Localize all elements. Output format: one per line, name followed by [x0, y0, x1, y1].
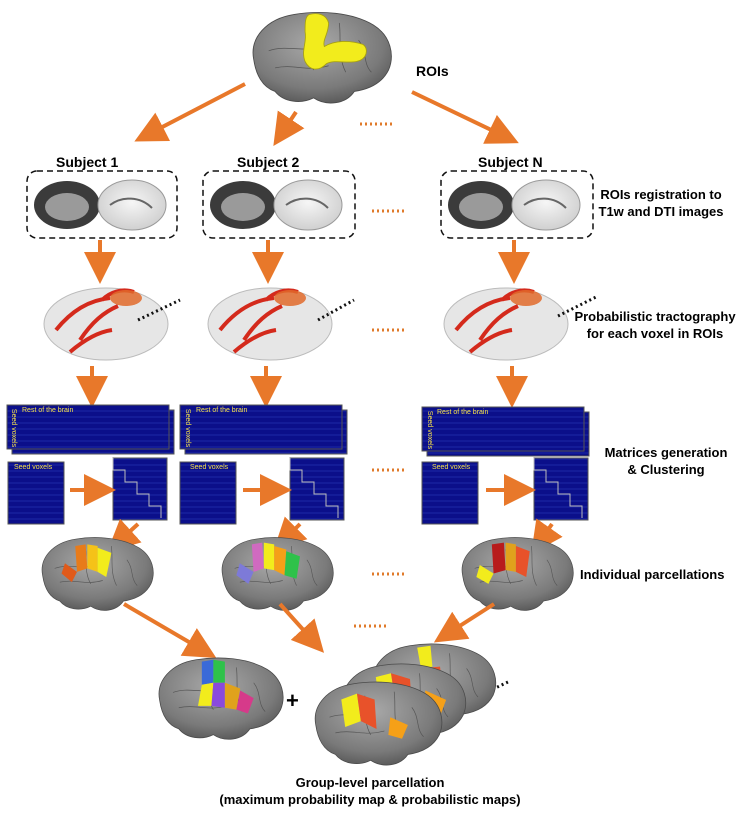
- subject-n-mri-box: [440, 170, 594, 239]
- dti-sagittal-image: [273, 179, 343, 231]
- subject-2-label: Subject 2: [237, 154, 300, 170]
- rois-label: ROIs: [416, 63, 449, 79]
- arrows-row-4: [122, 602, 496, 659]
- matrix-small-label-1: Seed voxels: [14, 464, 53, 471]
- matrix-side-label-2: Seed voxels: [184, 408, 192, 448]
- step-tractography-label: Probabilistic tractography for each voxe…: [568, 308, 742, 342]
- step-matrices-line-1: Matrices generation: [604, 445, 728, 460]
- arrow-to-subject-2: [273, 110, 305, 146]
- maximum-probability-map-brain: [158, 657, 284, 740]
- step-registration-line-1: ROIs registration to: [600, 187, 722, 202]
- tractography-subject-1: [43, 287, 169, 361]
- matrices-subject-1: [6, 404, 175, 525]
- matrices-subject-2: [179, 404, 348, 525]
- step-registration-label: ROIs registration to T1w and DTI images: [586, 186, 736, 220]
- arrows-top: [134, 82, 519, 146]
- subject-1-label: Subject 1: [56, 154, 119, 170]
- subject-2-mri-box: [202, 170, 356, 239]
- step-individual-label: Individual parcellations: [580, 567, 725, 582]
- arrows-row-1: [84, 240, 530, 284]
- tractography-subject-2: [207, 287, 333, 361]
- step-tractography-line-1: Probabilistic tractography: [574, 309, 736, 324]
- arrow-to-subject-1: [134, 82, 246, 142]
- roi-brain: [252, 11, 392, 104]
- matrix-side-label-1: Seed voxels: [10, 408, 18, 448]
- individual-parcellation-subject-2: [221, 537, 334, 611]
- subject-n-label: Subject N: [478, 154, 543, 170]
- matrix-side-label-n: Seed voxels: [426, 410, 434, 450]
- group-level-line-1: Group-level parcellation: [295, 775, 445, 790]
- arrow-to-subject-n: [411, 90, 519, 144]
- matrix-top-label-1: Rest of the brain: [22, 407, 74, 414]
- probabilistic-maps-brains: [314, 643, 497, 766]
- matrix-top-label-2: Rest of the brain: [196, 407, 248, 414]
- arrows-row-2: [76, 366, 528, 408]
- roi-highlight: [303, 13, 367, 70]
- tractography-subject-n: [443, 287, 569, 361]
- step-registration-line-2: T1w and DTI images: [598, 204, 724, 219]
- matrix-top-label-n: Rest of the brain: [437, 409, 489, 416]
- step-tractography-line-2: for each voxel in ROIs: [586, 326, 724, 341]
- group-level-line-2: (maximum probability map & probabilistic…: [219, 792, 521, 807]
- plus-sign: +: [286, 688, 299, 713]
- dti-sagittal-image: [97, 179, 167, 231]
- matrix-small-label-2: Seed voxels: [190, 464, 229, 471]
- individual-parcellation-subject-n: [461, 537, 574, 611]
- individual-parcellation-subject-1: [41, 537, 154, 611]
- subject-1-mri-box: [26, 170, 178, 239]
- matrices-subject-n: [421, 406, 590, 525]
- orange-ellipsis-marks: [354, 122, 404, 628]
- step-matrices-line-2: & Clustering: [627, 462, 705, 477]
- step-matrices-label: Matrices generation & Clustering: [598, 444, 734, 478]
- matrix-small-label-n: Seed voxels: [432, 464, 471, 471]
- dti-sagittal-image: [511, 179, 581, 231]
- group-level-label: Group-level parcellation (maximum probab…: [170, 774, 570, 808]
